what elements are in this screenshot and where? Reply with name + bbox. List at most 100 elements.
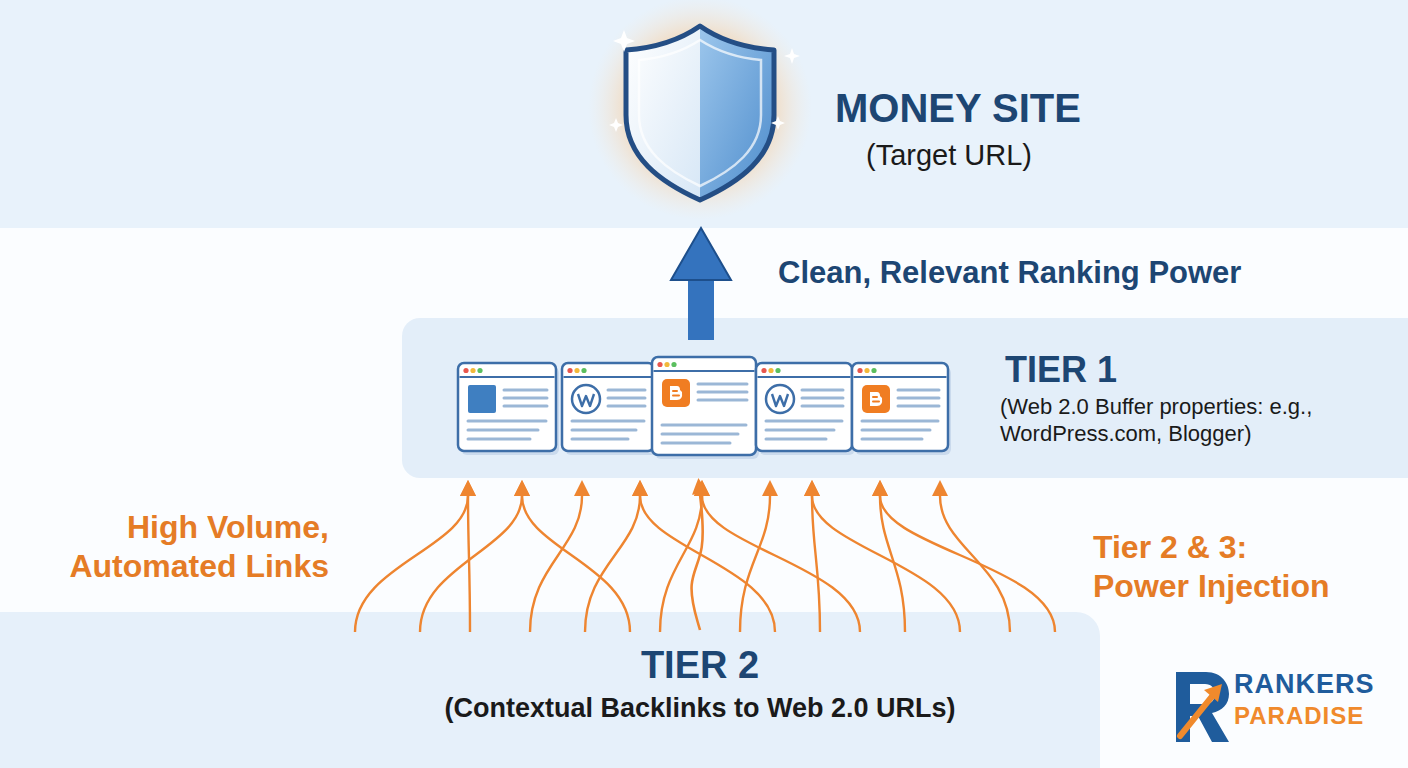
link-strand bbox=[585, 496, 640, 632]
icon-dot bbox=[775, 368, 780, 373]
shield-glow bbox=[588, 0, 812, 220]
text-line bbox=[572, 420, 644, 423]
icon-shadow bbox=[655, 361, 759, 459]
icon-dot bbox=[657, 362, 662, 367]
wordpress-w bbox=[772, 394, 788, 406]
text-line bbox=[898, 405, 939, 408]
icon-dot bbox=[470, 368, 475, 373]
node-description: (Contextual Backlinks to Web 2.0 URLs) bbox=[250, 692, 1150, 725]
edge-label: High Volume, Automated Links bbox=[47, 508, 329, 586]
browser-icon bbox=[852, 363, 951, 455]
text-line bbox=[862, 429, 930, 432]
icon-shadow bbox=[565, 367, 657, 455]
text-line bbox=[608, 389, 645, 392]
web20-icons bbox=[458, 357, 951, 459]
text-line bbox=[898, 397, 939, 400]
image-block bbox=[468, 385, 496, 413]
icon-dot bbox=[768, 368, 773, 373]
text-line bbox=[862, 420, 938, 423]
text-line bbox=[802, 405, 843, 408]
icon-titlebar bbox=[758, 376, 851, 378]
shield-inner-rim bbox=[639, 40, 761, 186]
sparkle bbox=[784, 48, 800, 64]
icon-window bbox=[852, 363, 948, 451]
blogger-b bbox=[670, 386, 682, 400]
icon-titlebar bbox=[854, 376, 947, 378]
link-strand bbox=[812, 496, 820, 632]
logo-text: RANKERS bbox=[1234, 668, 1404, 701]
browser-icon bbox=[562, 363, 657, 455]
blogger-lines bbox=[673, 391, 679, 396]
node-heading: MONEY SITE bbox=[835, 84, 1275, 133]
text-line bbox=[468, 420, 546, 423]
link-strand bbox=[702, 496, 860, 632]
link-strand bbox=[468, 496, 470, 632]
wordpress-logo bbox=[572, 385, 600, 413]
connector-layer bbox=[692, 280, 703, 630]
icon-dot bbox=[871, 368, 876, 373]
logo-arrow-head bbox=[1204, 684, 1222, 702]
logo-mark bbox=[1176, 672, 1229, 742]
node-subtitle: (Target URL) bbox=[866, 138, 1186, 173]
icon-window bbox=[562, 363, 654, 451]
tier-band: TIER 2(Contextual Backlinks to Web 2.0 U… bbox=[0, 612, 1100, 768]
text-line bbox=[608, 397, 645, 400]
icon-dot bbox=[864, 368, 869, 373]
icon-dot bbox=[664, 362, 669, 367]
browser-icon bbox=[458, 363, 559, 455]
text-line bbox=[802, 397, 843, 400]
shield-icon bbox=[588, 0, 812, 220]
text-line bbox=[504, 405, 547, 408]
icon-dot bbox=[477, 368, 482, 373]
text-line bbox=[766, 429, 834, 432]
link-arrow bbox=[692, 494, 703, 630]
browser-icon bbox=[756, 363, 855, 455]
shield-right bbox=[700, 26, 774, 200]
link-strand bbox=[355, 496, 468, 632]
node-description: (Web 2.0 Buffer properties: e.g., WordPr… bbox=[1000, 394, 1385, 448]
blogger-logo bbox=[662, 379, 690, 407]
wordpress-logo bbox=[766, 385, 794, 413]
side-label: Tier 2 & 3: Power Injection bbox=[1093, 528, 1343, 606]
text-line bbox=[504, 397, 547, 400]
icon-window bbox=[458, 363, 556, 451]
text-line bbox=[662, 442, 730, 445]
icon-titlebar bbox=[564, 376, 653, 378]
shield-left bbox=[626, 26, 700, 200]
link-strand bbox=[660, 496, 702, 632]
link-strand bbox=[420, 496, 522, 632]
link-strand bbox=[740, 496, 770, 632]
link-strand bbox=[530, 496, 582, 632]
text-line bbox=[504, 389, 547, 392]
logo-arrow bbox=[1180, 694, 1214, 736]
blogger-logo bbox=[862, 385, 890, 413]
edge-label: Clean, Relevant Ranking Power bbox=[778, 254, 1338, 292]
icon-titlebar bbox=[460, 376, 555, 378]
link-strand bbox=[640, 496, 775, 632]
icon-dot bbox=[857, 368, 862, 373]
text-line bbox=[572, 438, 628, 441]
blogger-b bbox=[870, 392, 882, 406]
text-line bbox=[862, 438, 922, 441]
icon-shadow bbox=[855, 367, 951, 455]
link-strand bbox=[940, 496, 1010, 632]
shield-outline bbox=[626, 26, 774, 200]
icon-dot bbox=[761, 368, 766, 373]
ranking-arrow bbox=[688, 280, 714, 340]
text-line bbox=[572, 429, 636, 432]
text-line bbox=[468, 429, 538, 432]
node-heading: TIER 2 bbox=[400, 642, 1000, 688]
text-line bbox=[766, 420, 842, 423]
tier-band: TIER 1(Web 2.0 Buffer properties: e.g., … bbox=[402, 318, 1408, 478]
icon-dot bbox=[567, 368, 572, 373]
text-line bbox=[898, 389, 939, 392]
text-line bbox=[468, 438, 530, 441]
icon-dot bbox=[463, 368, 468, 373]
wordpress-w bbox=[578, 394, 594, 406]
icon-shadow bbox=[759, 367, 855, 455]
text-line bbox=[802, 389, 843, 392]
